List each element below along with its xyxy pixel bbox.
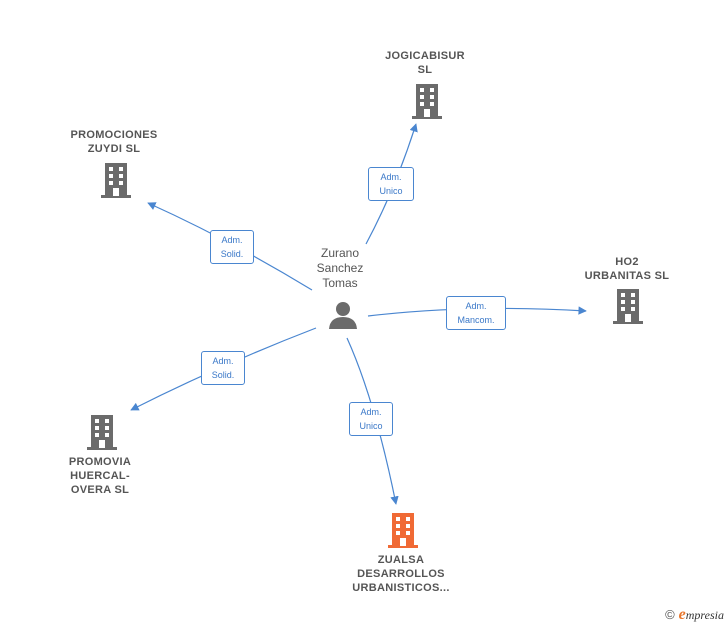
building-icon-highlight[interactable] [387,513,419,549]
relation-label-jogicabisur[interactable]: Adm. Unico [368,167,414,201]
building-icon[interactable] [411,84,443,120]
relation-label-zualsa[interactable]: Adm. Unico [349,402,393,436]
person-name[interactable]: Zurano Sanchez Tomas [316,246,364,290]
brand-name: mpresia [685,608,724,622]
brand-footer[interactable]: ©empresia [665,606,724,624]
company-label-promovia-huercal[interactable]: PROMOVIA HUERCAL- OVERA SL [68,456,132,496]
relation-label-ho2-urbanitas[interactable]: Adm. Mancom. [446,296,506,330]
company-label-ho2-urbanitas[interactable]: HO2 URBANITAS SL [584,256,670,282]
brand-initial: e [678,606,686,623]
building-icon[interactable] [86,415,118,451]
company-label-zualsa[interactable]: ZUALSA DESARROLLOS URBANISTICOS... [352,554,450,594]
company-label-jogicabisur[interactable]: JOGICABISUR SL [385,50,465,76]
person-icon[interactable] [328,300,358,330]
company-label-promociones-zuydi[interactable]: PROMOCIONES ZUYDI SL [70,129,158,155]
building-icon[interactable] [612,289,644,325]
copyright-icon: © [665,607,675,622]
relation-label-promociones-zuydi[interactable]: Adm. Solid. [210,230,254,264]
building-icon[interactable] [100,163,132,199]
relation-label-promovia-huercal[interactable]: Adm. Solid. [201,351,245,385]
